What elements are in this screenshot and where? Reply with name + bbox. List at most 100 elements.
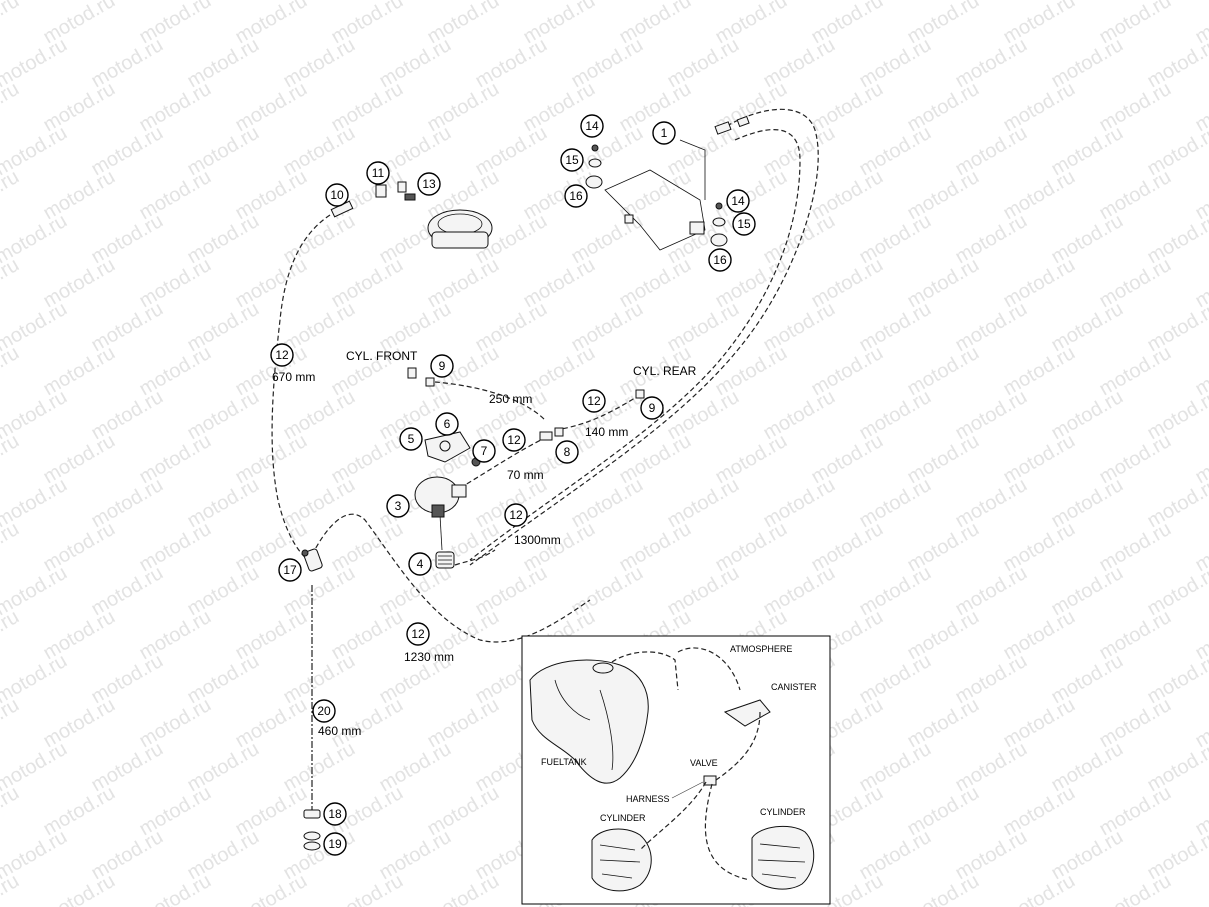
fitting-top-right <box>714 115 750 135</box>
svg-text:9: 9 <box>439 359 446 373</box>
watermark-text: motod.ru <box>1096 870 1175 907</box>
inset-label-canister: CANISTER <box>771 682 817 692</box>
inset-label-cylinder-left: CYLINDER <box>600 813 646 823</box>
inset-cylinder-right <box>751 825 815 890</box>
watermark-text: motod.ru <box>136 870 215 907</box>
svg-text:14: 14 <box>585 119 599 133</box>
callout-9: 9 <box>640 396 664 420</box>
svg-text:12: 12 <box>587 394 601 408</box>
callout-15: 15 <box>560 148 584 172</box>
hose-network <box>271 108 819 810</box>
callout-12: 12 <box>270 343 294 367</box>
connector-8 <box>539 427 564 441</box>
svg-text:9: 9 <box>649 401 656 415</box>
inset-label-valve: VALVE <box>690 758 718 768</box>
hose-link-3-4 <box>439 514 443 551</box>
svg-text:12: 12 <box>507 433 521 447</box>
callout-9: 9 <box>430 354 454 378</box>
clamp-18 <box>303 809 321 819</box>
watermark-text: motod.ru <box>0 518 23 577</box>
svg-text:16: 16 <box>569 189 583 203</box>
callout-12: 12 <box>406 622 430 646</box>
inset-valve <box>703 775 717 786</box>
valve-3 <box>414 476 467 518</box>
inset-hose-atm <box>677 647 741 691</box>
grommet-set-top <box>585 144 603 189</box>
svg-text:15: 15 <box>737 217 751 231</box>
inset-fuel-tank <box>529 659 649 784</box>
callout-11: 11 <box>366 161 390 185</box>
fitting-13 <box>404 193 416 201</box>
callout-18: 18 <box>323 802 347 826</box>
callout-layer: 1 14 15 16 14 15 16 10 11 13 12 9 9 12 6… <box>270 114 756 856</box>
filter-4 <box>435 551 455 569</box>
inset-harness-lead <box>671 781 704 799</box>
inset-label-fueltank: FUELTANK <box>541 757 587 767</box>
hose-670 <box>271 214 331 561</box>
cyl-front-label: CYL. FRONT <box>346 349 418 363</box>
watermark-text: motod.ru <box>0 78 23 137</box>
watermark-text: motod.ru <box>232 870 311 907</box>
svg-text:8: 8 <box>564 445 571 459</box>
inset-hose-canister <box>715 711 761 781</box>
callout-12: 12 <box>502 428 526 452</box>
grommet-set-right <box>710 202 728 247</box>
length-460: 460 mm <box>318 724 361 738</box>
callout-14: 14 <box>726 189 750 213</box>
callout-14: 14 <box>580 114 604 138</box>
callout-10: 10 <box>325 183 349 207</box>
watermark-text: motod.ru <box>0 606 23 665</box>
clamp-19 <box>303 831 321 851</box>
length-1230: 1230 mm <box>404 650 454 664</box>
callout-6: 6 <box>435 412 459 436</box>
fitting-11 <box>375 181 407 198</box>
svg-text:4: 4 <box>417 557 424 571</box>
system-overview-inset: ATMOSPHERE CANISTER FUELTANK VALVE HARNE… <box>521 635 831 905</box>
hose-1300 <box>469 108 819 566</box>
svg-text:6: 6 <box>444 417 451 431</box>
inset-hose-tank <box>611 651 679 691</box>
watermark-text: motod.ru <box>0 342 23 401</box>
svg-text:11: 11 <box>372 166 385 180</box>
inset-hose-cyl-left <box>639 781 707 851</box>
hose-loop-inner <box>469 129 801 561</box>
watermark-text: motod.ru <box>0 254 23 313</box>
length-70: 70 mm <box>507 468 544 482</box>
t-junction-17 <box>301 548 323 572</box>
hose-250 <box>434 381 546 421</box>
watermark-text: motod.ru <box>0 430 23 489</box>
svg-text:3: 3 <box>395 499 402 513</box>
callout-1: 1 <box>652 121 676 145</box>
svg-text:12: 12 <box>411 627 425 641</box>
callout-13: 13 <box>417 172 441 196</box>
watermark-text: motod.ru <box>0 694 23 753</box>
callout-4: 4 <box>408 552 432 576</box>
svg-text:18: 18 <box>328 807 342 821</box>
holder-5-6 <box>424 431 471 463</box>
hose-140 <box>554 394 641 431</box>
callout-12: 12 <box>504 503 528 527</box>
inset-label-atmosphere: ATMOSPHERE <box>730 644 792 654</box>
svg-text:14: 14 <box>731 194 745 208</box>
svg-text:16: 16 <box>713 253 727 267</box>
svg-text:1: 1 <box>661 126 668 140</box>
callout-3: 3 <box>386 494 410 518</box>
callout-15: 15 <box>732 212 756 236</box>
callout-19: 19 <box>323 832 347 856</box>
watermark-text: motod.ru <box>40 870 119 907</box>
inset-label-harness: HARNESS <box>626 794 670 804</box>
svg-text:15: 15 <box>565 153 579 167</box>
length-1300: 1300mm <box>514 533 561 547</box>
svg-text:10: 10 <box>330 188 344 202</box>
svg-text:19: 19 <box>328 837 342 851</box>
length-labels: 670 mm 250 mm 140 mm 70 mm 1300mm 1230 m… <box>272 349 697 738</box>
svg-text:12: 12 <box>275 348 289 362</box>
svg-text:12: 12 <box>509 508 523 522</box>
callout-12: 12 <box>582 389 606 413</box>
watermark-text: motod.ru <box>0 166 23 225</box>
watermark-text: motod.ru <box>0 782 23 841</box>
callout-8: 8 <box>555 440 579 464</box>
callout-5: 5 <box>399 427 423 451</box>
bracket-1 <box>604 139 706 251</box>
